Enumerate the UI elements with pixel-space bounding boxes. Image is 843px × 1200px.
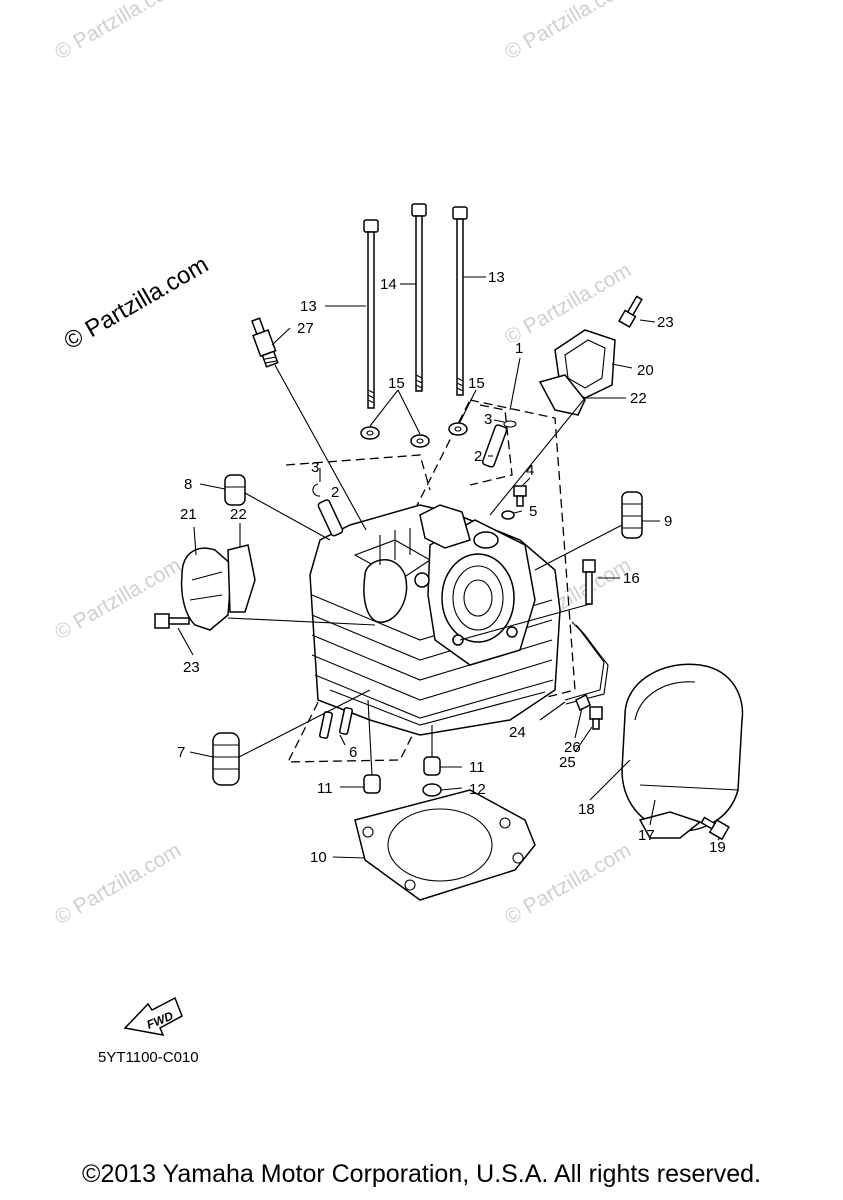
head-bolts: [363, 203, 468, 409]
stud-6: [319, 707, 353, 739]
callout: 16: [623, 570, 640, 587]
callout: 22: [630, 390, 647, 407]
cover-21: [180, 547, 233, 631]
washer-15-left: [360, 426, 380, 440]
callout: 18: [578, 801, 595, 818]
callout: 20: [637, 362, 654, 379]
callout: 27: [297, 320, 314, 337]
callout: 13: [300, 298, 317, 315]
callout: 23: [657, 314, 674, 331]
side-cover-18: [621, 663, 744, 839]
fwd-arrow-icon: FWD: [123, 996, 183, 1036]
callout: 2: [331, 484, 339, 501]
bolt-13-left: [363, 219, 379, 409]
bushing-8: [224, 474, 246, 506]
callout: 21: [180, 506, 197, 523]
callout: 7: [177, 744, 185, 761]
callout-numbers: 13 14 13 27 15 15 1 23 20 22 3 2 3 2 4 5…: [177, 269, 726, 866]
bolt-14-center: [411, 203, 427, 392]
callout: 15: [468, 375, 485, 392]
watermark-tile: © Partzilla.com: [51, 0, 185, 64]
ring-5: [501, 510, 515, 520]
spark-plug-27: [251, 317, 279, 368]
callout: 6: [349, 744, 357, 761]
bolt-25: [589, 706, 603, 730]
watermark-tiles: © Partzilla.com © Partzilla.com © Partzi…: [51, 0, 635, 929]
callout: 10: [310, 849, 327, 866]
washer-15-right: [448, 422, 468, 436]
gasket-26: [575, 693, 591, 712]
callout: 12: [469, 781, 486, 798]
cylinder-head: [309, 504, 561, 736]
callout: 5: [529, 503, 537, 520]
callout: 2: [474, 448, 482, 465]
gasket-22-left: [227, 544, 256, 613]
callout: 17: [638, 827, 655, 844]
callout: 13: [488, 269, 505, 286]
callout: 11: [317, 780, 333, 797]
bolt-4: [513, 485, 527, 507]
bolt-23-lower: [154, 613, 190, 629]
callout: 11: [469, 759, 485, 776]
watermark-tile: © Partzilla.com: [501, 259, 635, 350]
copyright-notice: ©2013 Yamaha Motor Corporation, U.S.A. A…: [82, 1160, 761, 1188]
watermark-tile: © Partzilla.com: [51, 554, 185, 645]
callout: 24: [509, 724, 526, 741]
leader-lines: [177, 276, 721, 859]
clip-3-lower: [312, 483, 321, 497]
callout: 25: [559, 754, 576, 771]
callout: 9: [664, 513, 672, 530]
valve-guide-2-upper: [481, 424, 508, 468]
dowel-11-left: [363, 774, 381, 794]
callout: 8: [184, 476, 192, 493]
callout: 15: [388, 375, 405, 392]
bushing-7: [212, 732, 240, 786]
bolt-19: [700, 816, 730, 841]
gasket-22-intake: [538, 374, 586, 416]
diagram-code: 5YT1100-C010: [98, 1049, 199, 1066]
valve-guide-2-lower: [317, 499, 344, 537]
valve-group-boundary: [469, 404, 513, 486]
callout: 3: [484, 411, 492, 428]
callout: 26: [564, 739, 581, 756]
watermark-tile: © Partzilla.com: [51, 839, 185, 930]
callout: 4: [526, 462, 534, 479]
callout: 1: [515, 340, 523, 357]
bolt-13-right: [452, 206, 468, 396]
bolt-23-upper: [618, 295, 643, 328]
callout: 22: [230, 506, 247, 523]
dowel-11-center: [423, 756, 441, 776]
clip-3-upper: [503, 420, 517, 428]
bushing-9: [621, 491, 643, 539]
watermark-tile: © Partzilla.com: [501, 0, 635, 64]
watermark-brand: © Partzilla.com: [60, 251, 214, 355]
callout: 19: [709, 839, 726, 856]
washer-12: [422, 783, 442, 797]
callout: 14: [380, 276, 397, 293]
callout: 3: [311, 459, 319, 476]
cylinder-head-gasket-10: [354, 789, 536, 901]
callout: 23: [183, 659, 200, 676]
washer-15-center: [410, 434, 430, 448]
